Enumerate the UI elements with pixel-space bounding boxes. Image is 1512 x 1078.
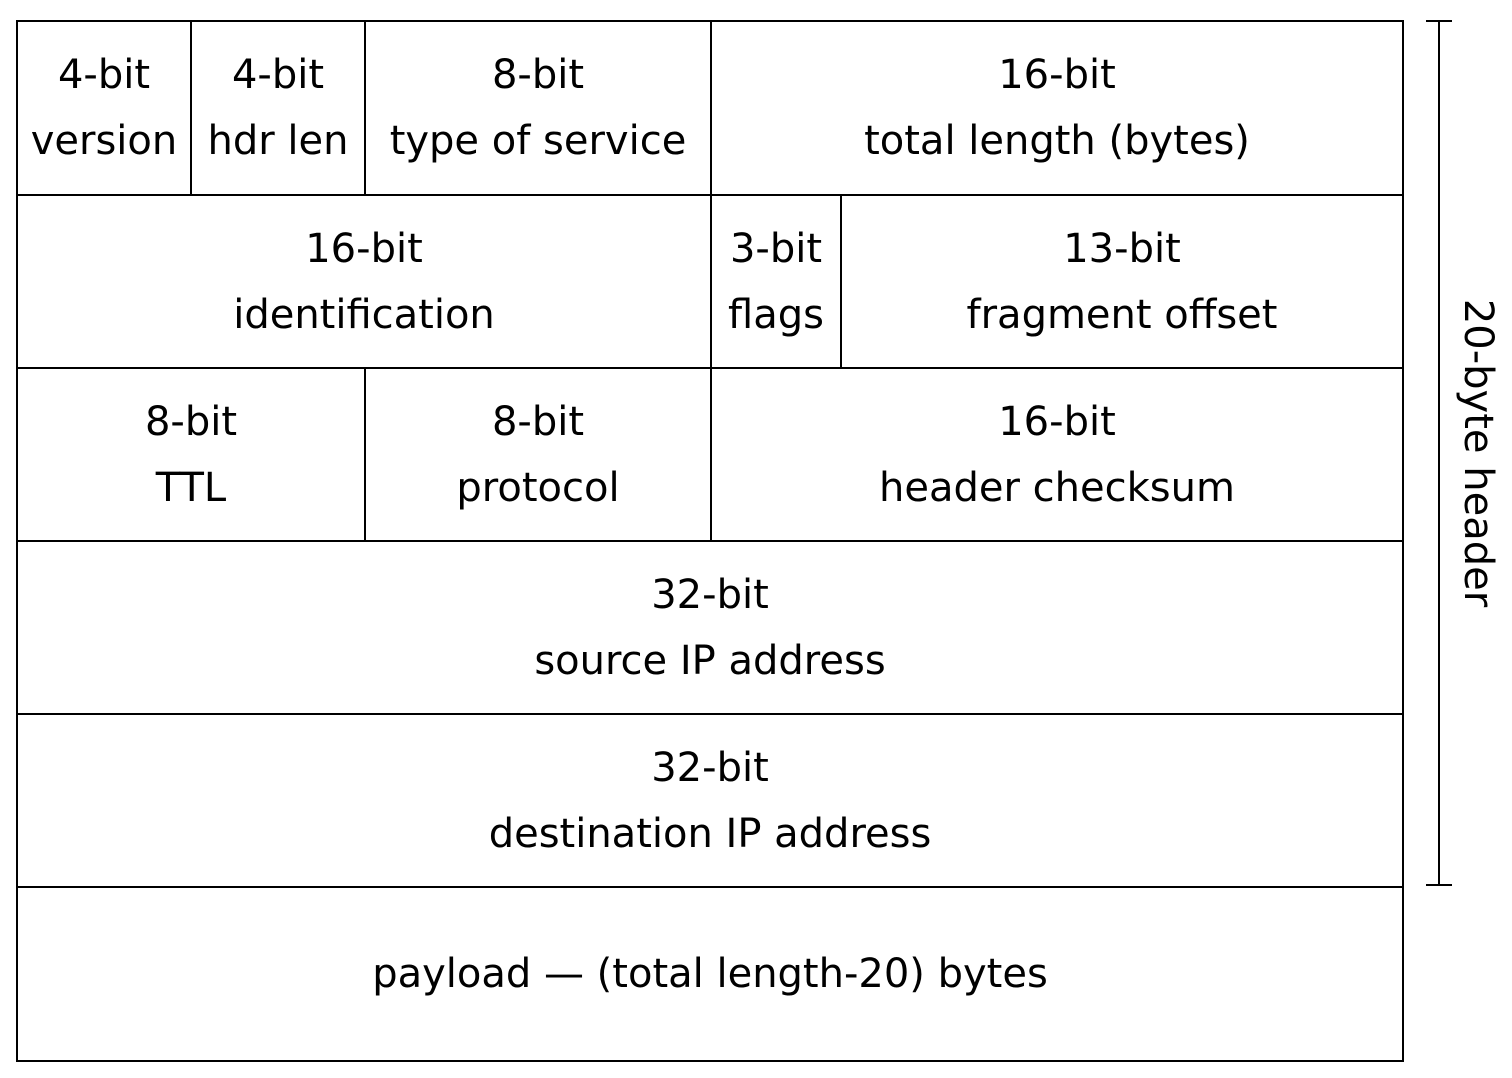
ip-header-diagram: 4-bit version 4-bit hdr len 8-bit type o… bbox=[16, 20, 1404, 1062]
field-version-bits: 4-bit bbox=[57, 52, 151, 98]
field-flags: 3-bit flags bbox=[710, 194, 840, 367]
field-ttl-name: TTL bbox=[155, 464, 227, 511]
field-type-of-service: 8-bit type of service bbox=[364, 22, 710, 194]
field-header-checksum-name: header checksum bbox=[879, 464, 1235, 511]
field-flags-bits: 3-bit bbox=[729, 225, 823, 272]
field-header-checksum: 16-bit header checksum bbox=[710, 367, 1402, 540]
bracket-vertical-line bbox=[1438, 20, 1440, 886]
field-version-name: version bbox=[30, 118, 178, 164]
field-hdr-len-name: hdr len bbox=[207, 118, 349, 164]
field-fragment-offset-name: fragment offset bbox=[966, 291, 1278, 338]
field-identification-name: identification bbox=[233, 291, 495, 338]
field-protocol: 8-bit protocol bbox=[364, 367, 710, 540]
field-destination-ip-bits: 32-bit bbox=[651, 744, 769, 791]
field-identification: 16-bit identification bbox=[18, 194, 710, 367]
field-destination-ip: 32-bit destination IP address bbox=[18, 713, 1402, 886]
field-type-of-service-bits: 8-bit bbox=[491, 52, 585, 98]
field-fragment-offset: 13-bit fragment offset bbox=[840, 194, 1402, 367]
field-protocol-name: protocol bbox=[456, 464, 620, 511]
field-ttl-bits: 8-bit bbox=[144, 398, 238, 445]
field-payload: payload — (total length-20) bytes bbox=[18, 886, 1402, 1060]
field-identification-bits: 16-bit bbox=[305, 225, 423, 272]
header-size-bracket bbox=[1426, 20, 1452, 886]
field-hdr-len: 4-bit hdr len bbox=[190, 22, 364, 194]
field-ttl: 8-bit TTL bbox=[18, 367, 364, 540]
field-total-length: 16-bit total length (bytes) bbox=[710, 22, 1402, 194]
field-flags-name: flags bbox=[728, 291, 824, 338]
field-source-ip-bits: 32-bit bbox=[651, 571, 769, 618]
field-source-ip-name: source IP address bbox=[534, 637, 886, 684]
field-source-ip: 32-bit source IP address bbox=[18, 540, 1402, 713]
field-total-length-bits: 16-bit bbox=[998, 52, 1116, 98]
bracket-bottom-tick bbox=[1426, 884, 1452, 886]
field-total-length-name: total length (bytes) bbox=[864, 118, 1250, 164]
field-fragment-offset-bits: 13-bit bbox=[1063, 225, 1181, 272]
field-destination-ip-name: destination IP address bbox=[488, 810, 932, 857]
field-header-checksum-bits: 16-bit bbox=[998, 398, 1116, 445]
field-type-of-service-name: type of service bbox=[389, 118, 687, 164]
field-version: 4-bit version bbox=[18, 22, 190, 194]
header-size-label: 20-byte header bbox=[1455, 298, 1501, 608]
field-hdr-len-bits: 4-bit bbox=[231, 52, 325, 98]
field-protocol-bits: 8-bit bbox=[491, 398, 585, 445]
field-payload-label: payload — (total length-20) bytes bbox=[372, 951, 1048, 997]
